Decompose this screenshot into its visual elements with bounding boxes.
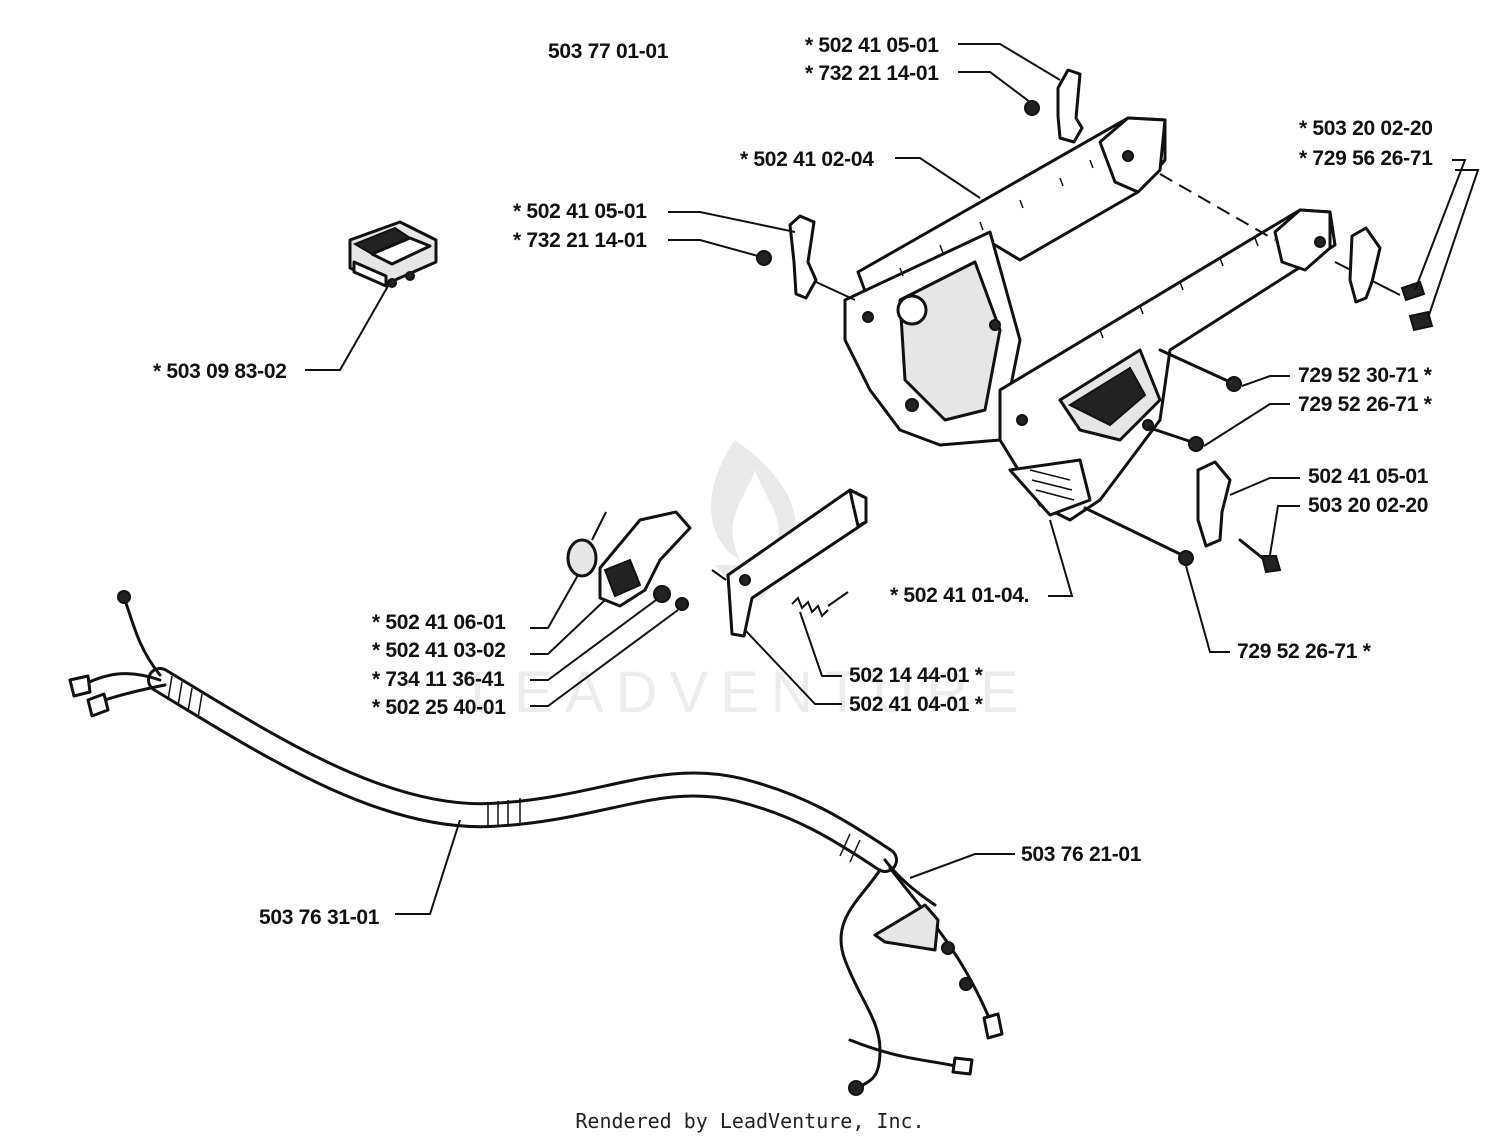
right-screw-a-leader	[1414, 159, 1467, 291]
label-cable: 503 76 31-01	[259, 906, 380, 929]
screw-3071-leader	[1241, 375, 1290, 387]
screw-parts	[1083, 348, 1242, 566]
assembly-number: 503 77 01-01	[548, 40, 669, 63]
top-clip-part	[1024, 68, 1084, 144]
label-harness: 503 76 21-01	[1021, 843, 1142, 866]
lever-c-leader	[530, 599, 657, 681]
label-lower-bracket: * 502 41 01-04.	[890, 584, 1029, 607]
spring-part	[791, 591, 849, 618]
screw-2671-upper-leader	[1203, 403, 1290, 447]
right-low-clip-part	[1196, 460, 1282, 574]
label-lever-c: * 734 11 36-41	[372, 668, 505, 691]
mid-clip-axis	[815, 281, 856, 301]
plate-leader	[744, 629, 842, 705]
label-top-nut-a: * 732 21 14-01	[805, 62, 939, 85]
lever-b-leader	[530, 599, 606, 655]
footer-credit: Rendered by LeadVenture, Inc.	[575, 1109, 924, 1133]
mid-clip-part	[756, 214, 818, 300]
clip-right-leader	[1229, 477, 1300, 496]
upper-rail-part	[843, 116, 1167, 447]
lever-a-leader	[530, 574, 579, 629]
screw-2671-lower-leader	[1185, 565, 1230, 653]
label-spring: 502 14 44-01 *	[849, 664, 984, 687]
cable-leader	[395, 819, 461, 915]
label-top-clip-a: * 502 41 05-01	[805, 34, 939, 57]
label-upper-rail: * 502 41 02-04	[740, 148, 874, 171]
label-screw-3071: 729 52 30-71 *	[1298, 364, 1433, 387]
lower-bracket-leader	[1048, 519, 1074, 597]
label-lever-a: * 502 41 06-01	[372, 611, 506, 634]
right-screw-b-leader	[1427, 169, 1480, 319]
label-screw-2671-upper: 729 52 26-71 *	[1298, 393, 1433, 416]
lower-bracket-part	[998, 208, 1337, 522]
harness-leader	[909, 853, 1015, 879]
label-right-screw-a: * 503 20 02-20	[1299, 117, 1433, 140]
right-clip-part	[1348, 226, 1434, 332]
plate-part	[711, 488, 868, 638]
label-lever-b: * 502 41 03-02	[372, 639, 506, 662]
label-switch: * 503 09 83-02	[153, 360, 287, 383]
label-screw-2671-lower: 729 52 26-71 *	[1237, 640, 1372, 663]
lever-d-leader	[530, 609, 679, 707]
upper-rail-leader	[895, 157, 981, 199]
screw-right-low-leader	[1269, 505, 1300, 556]
top-nut-leader	[958, 71, 1031, 103]
label-clip-right: 502 41 05-01	[1308, 465, 1429, 488]
label-screw-right-low: 503 20 02-20	[1308, 494, 1428, 517]
mid-clip-leader	[668, 211, 796, 233]
label-mid-nut: * 732 21 14-01	[513, 229, 647, 252]
switch-part	[348, 220, 438, 288]
label-plate: 502 41 04-01 *	[849, 693, 984, 716]
mid-nut-leader	[668, 239, 759, 257]
cable-part	[68, 590, 1004, 1096]
spring-leader	[799, 611, 842, 677]
label-right-screw-b: * 729 56 26-71	[1299, 147, 1433, 170]
alignment-axis-1	[1159, 173, 1276, 241]
switch-leader	[305, 285, 389, 371]
lever-part	[566, 510, 692, 611]
label-mid-clip: * 502 41 05-01	[513, 200, 647, 223]
top-clip-leader	[958, 43, 1061, 81]
label-lever-d: * 502 25 40-01	[372, 696, 506, 719]
